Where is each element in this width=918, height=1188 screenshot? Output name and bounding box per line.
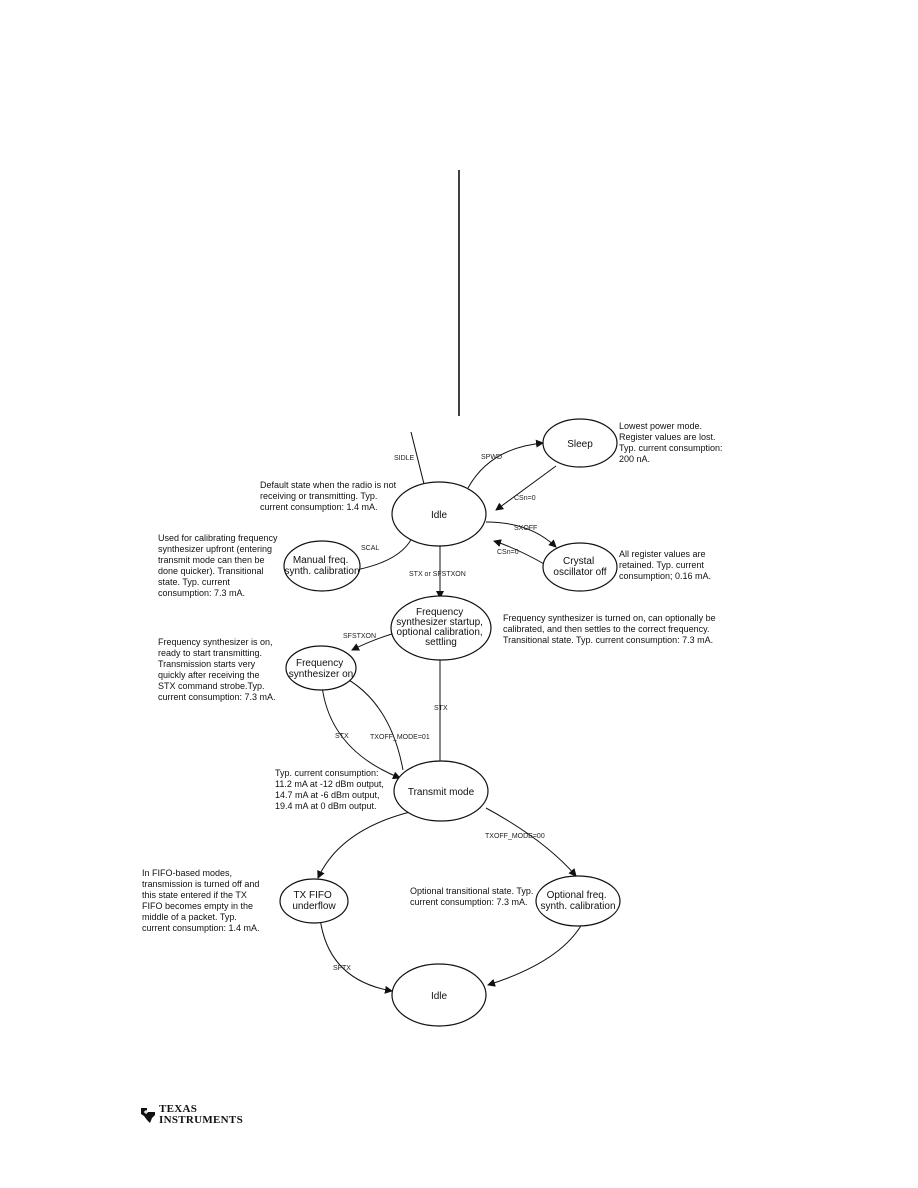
edge-label-stx-startup: STX [434, 705, 448, 712]
edge-label-txoff-01: TXOFF_MODE=01 [370, 734, 430, 741]
texas-state-icon [141, 1108, 155, 1123]
edge-sxoff [485, 521, 557, 548]
state-sleep-label: Sleep [567, 439, 593, 450]
state-fs-startup [390, 595, 492, 661]
note-transmit: Typ. current consumption: 11.2 mA at -12… [275, 768, 386, 811]
edge-label-sxoff: SXOFF [514, 525, 537, 532]
edge-csn-xoff [493, 539, 547, 566]
state-fs-on-label: Frequency synthesizer on [289, 658, 353, 680]
edge-sftx [319, 917, 393, 994]
edge-label-sfstxon: SFSTXON [343, 633, 376, 640]
state-opt-cal-label: Optional freq. synth. calibration [540, 890, 615, 912]
state-idle-final-label: Idle [431, 991, 448, 1002]
edge-label-csn-sleep: CSn=0 [514, 495, 536, 502]
ti-logo: TEXAS INSTRUMENTS [140, 1104, 243, 1126]
state-tx-underflow-label: TX FIFO underflow [292, 890, 336, 912]
edge-label-txoff-00: TXOFF_MODE=00 [485, 833, 545, 840]
edge-optcal-idle [487, 923, 583, 987]
edge-label-stx-or-sfstxon: STX or SFSTXON [409, 571, 466, 578]
edge-txoff-01 [339, 674, 404, 771]
note-fs-on: Frequency synthesizer is on, ready to st… [158, 637, 276, 702]
edge-label-stx-fson: STX [335, 733, 349, 740]
state-opt-cal [535, 875, 621, 927]
note-idle: Default state when the radio is not rece… [260, 480, 399, 512]
state-fs-on [285, 645, 357, 691]
state-idle-final [391, 963, 487, 1027]
state-transmit [393, 760, 489, 822]
state-crystal-off [542, 542, 618, 592]
edge-label-csn-xoff: CSn=0 [497, 549, 519, 556]
state-idle-label: Idle [431, 510, 448, 521]
note-sleep: Lowest power mode. Register values are l… [619, 421, 725, 464]
note-tx-underflow: In FIFO-based modes, transmission is tur… [142, 868, 262, 933]
edge-sidle [410, 431, 429, 493]
note-opt-cal: Optional transitional state. Typ. curren… [410, 886, 536, 907]
note-fs-startup: Frequency synthesizer is turned on, can … [503, 613, 718, 645]
edge-label-scal: SCAL [361, 545, 379, 552]
note-manual-cal: Used for calibrating frequency synthesiz… [158, 533, 280, 598]
ti-logo-line1: TEXAS [159, 1103, 198, 1115]
edge-label-sftx: SFTX [333, 965, 351, 972]
state-crystal-off-label: Crystal oscillator off [553, 556, 606, 578]
edge-to-underflow [317, 811, 411, 879]
state-tx-underflow [279, 878, 349, 924]
edge-csn-sleep [495, 465, 557, 511]
state-sleep [542, 418, 618, 468]
edge-sfstxon [351, 633, 393, 651]
edge-stx-fson [321, 685, 401, 780]
state-manual-cal [283, 540, 361, 592]
state-idle [391, 481, 487, 547]
edge-label-spwd: SPWD [481, 454, 502, 461]
state-transmit-label: Transmit mode [408, 787, 475, 798]
note-crystal-off: All register values are retained. Typ. c… [619, 549, 711, 581]
edge-spwd [467, 439, 544, 489]
ti-logo-line2: INSTRUMENTS [159, 1114, 243, 1126]
edge-txoff-00 [485, 807, 577, 877]
state-manual-cal-label: Manual freq. synth. calibration [284, 555, 359, 577]
edge-label-sidle: SIDLE [394, 455, 415, 462]
state-fs-startup-label: Frequency synthesizer startup, optional … [396, 607, 486, 648]
